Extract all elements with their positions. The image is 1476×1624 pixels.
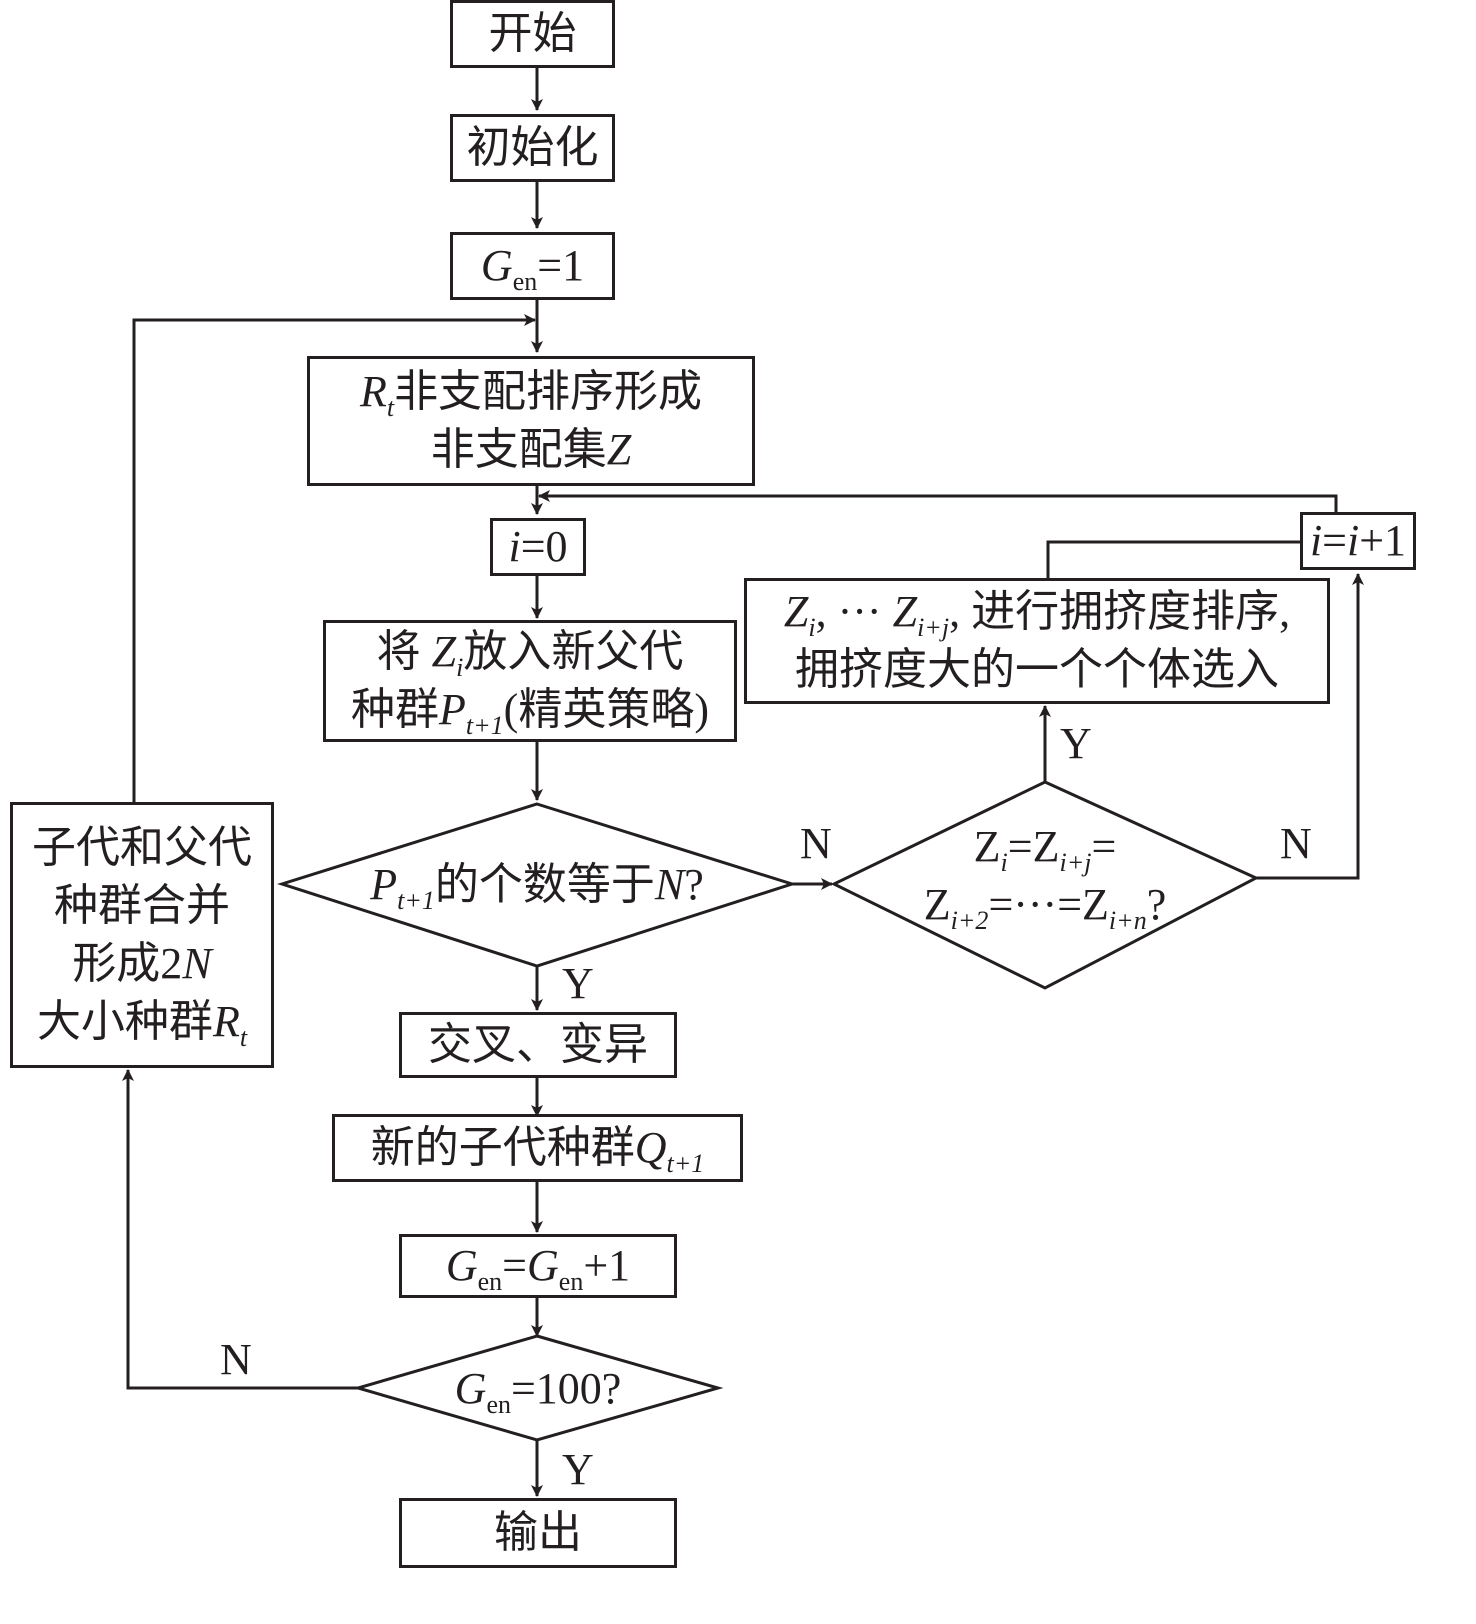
- gen-init-node: Gen=1: [450, 232, 615, 300]
- i-increment-node: i=i+1: [1300, 512, 1416, 570]
- i-zero-text: i=0: [508, 522, 568, 571]
- decision-equal-text: Zi=Zi+j= Zi+2=···=Zi+n?: [860, 818, 1230, 934]
- merge-node: 子代和父代 种群合并 形成2N 大小种群Rt: [10, 802, 274, 1068]
- decision-count-text: Pt+1的个数等于N?: [370, 860, 704, 915]
- offspring-node: 新的子代种群Qt+1: [332, 1114, 743, 1182]
- decision-count-shape: [277, 802, 797, 968]
- crowding-line1: Zi, ··· Zi+j, 进行拥挤度排序,: [783, 587, 1291, 642]
- crossover-text: 交叉、变异: [428, 1020, 648, 1069]
- sort-line2: 非支配集Z: [430, 425, 632, 474]
- start-text: 开始: [488, 9, 577, 58]
- label-equal-no: N: [1280, 819, 1312, 868]
- merge-line3: 形成2N: [72, 939, 212, 988]
- crossover-node: 交叉、变异: [399, 1012, 677, 1078]
- arrow-gen-no: [122, 1069, 358, 1390]
- offspring-text: 新的子代种群Qt+1: [370, 1123, 705, 1178]
- put-line2: 种群Pt+1(精英策略): [351, 685, 709, 740]
- crowding-line2: 拥挤度大的一个个体选入: [795, 645, 1279, 694]
- label-equal-yes: Y: [1060, 719, 1092, 768]
- output-text: 输出: [494, 1508, 582, 1557]
- gen-increment-text: Gen=Gen+1: [445, 1241, 631, 1296]
- label-count-yes: Y: [562, 959, 594, 1008]
- init-node: 初始化: [450, 114, 615, 182]
- i-zero-node: i=0: [490, 518, 586, 576]
- decision-gen-shape: [352, 1334, 724, 1442]
- nondominated-sort-node: Rt非支配排序形成 非支配集Z: [307, 356, 755, 486]
- equal-line1: Zi=Zi+j=: [973, 822, 1117, 877]
- label-gen-yes: Y: [562, 1445, 594, 1494]
- equal-line2: Zi+2=···=Zi+n?: [923, 880, 1167, 935]
- i-increment-text: i=i+1: [1309, 516, 1407, 565]
- merge-line4: 大小种群Rt: [36, 997, 248, 1052]
- decision-gen-text: Gen=100?: [454, 1364, 622, 1419]
- decision-equal-shape: [830, 780, 1260, 990]
- arrow-equal-no: [1256, 573, 1364, 880]
- merge-line2: 种群合并: [54, 881, 230, 930]
- gen-init-text: Gen=1: [480, 241, 585, 296]
- arrow-increment-loop: [538, 490, 1338, 514]
- arrow-merge-loop: [132, 314, 536, 802]
- output-node: 输出: [399, 1498, 677, 1568]
- put-zi-node: 将 Zi放入新父代 种群Pt+1(精英策略): [323, 620, 737, 742]
- init-text: 初始化: [466, 123, 599, 172]
- gen-increment-node: Gen=Gen+1: [399, 1234, 677, 1298]
- label-count-no: N: [800, 819, 832, 868]
- merge-line1: 子代和父代: [32, 823, 252, 872]
- line-crowding-increment: [1046, 540, 1300, 578]
- put-line1: 将 Zi放入新父代: [376, 627, 684, 682]
- crowding-node: Zi, ··· Zi+j, 进行拥挤度排序, 拥挤度大的一个个体选入: [744, 578, 1330, 704]
- label-gen-no: N: [220, 1335, 252, 1384]
- start-node: 开始: [450, 0, 615, 68]
- sort-line1: Rt非支配排序形成: [359, 367, 703, 422]
